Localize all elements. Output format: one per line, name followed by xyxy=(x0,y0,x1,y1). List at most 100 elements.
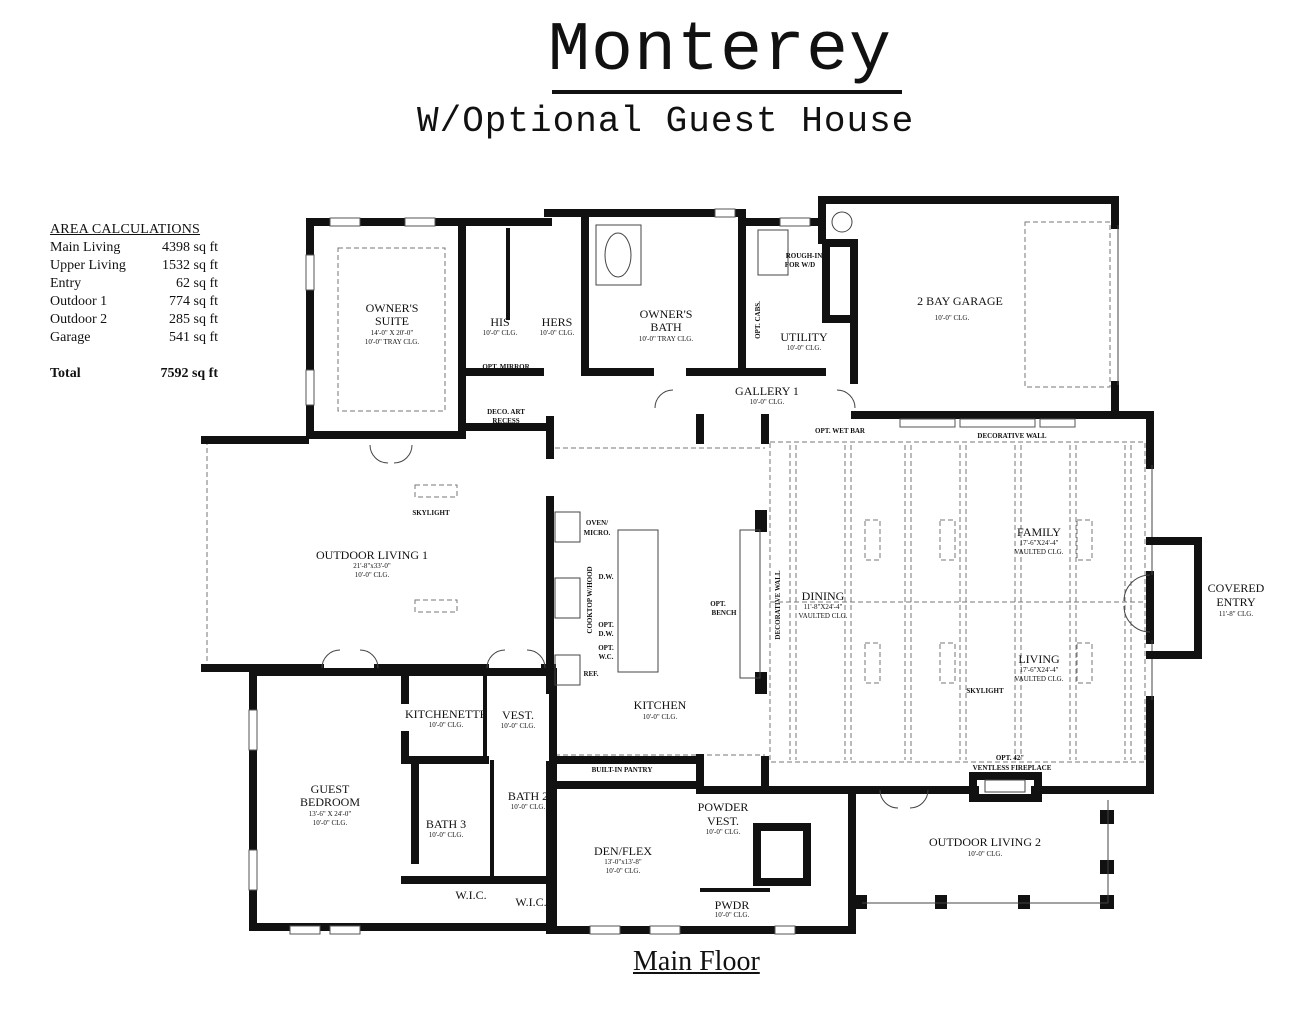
kitchen-island xyxy=(617,529,659,673)
room-vest: VEST.10'-0" CLG. xyxy=(501,708,536,730)
area-value: 4398 sq ft xyxy=(162,240,218,255)
skylight-label: SKYLIGHT xyxy=(966,687,1004,695)
decorative-wall-vertical-label: DECORATIVE WALL xyxy=(774,570,782,640)
svg-text:10'-0" CLG.: 10'-0" CLG. xyxy=(429,831,464,839)
area-value: 541 sq ft xyxy=(169,330,218,345)
svg-text:10'-0" CLG.: 10'-0" CLG. xyxy=(355,571,390,579)
svg-text:DINING: DINING xyxy=(802,589,845,603)
fireplace xyxy=(984,779,1026,793)
skylight-label: SKYLIGHT xyxy=(412,509,450,517)
svg-text:W.I.C.: W.I.C. xyxy=(515,895,546,909)
plan-subtitle: W/Optional Guest House xyxy=(417,101,915,142)
opt-dw-label: OPT. xyxy=(598,621,614,629)
decorative-wall-label: DECORATIVE WALL xyxy=(977,432,1047,440)
svg-text:10'-0" CLG.: 10'-0" CLG. xyxy=(501,722,536,730)
svg-text:13'-0"x13'-8": 13'-0"x13'-8" xyxy=(604,858,642,866)
area-value: 285 sq ft xyxy=(169,312,218,327)
svg-text:HERS: HERS xyxy=(542,315,573,329)
svg-text:10'-0" TRAY CLG.: 10'-0" TRAY CLG. xyxy=(639,335,693,343)
svg-text:VEST.: VEST. xyxy=(707,814,739,828)
svg-text:OUTDOOR LIVING 2: OUTDOOR LIVING 2 xyxy=(929,835,1041,849)
svg-text:21'-8"x33'-0": 21'-8"x33'-0" xyxy=(353,562,391,570)
svg-text:SUITE: SUITE xyxy=(375,314,409,328)
ref-label: REF. xyxy=(583,670,598,678)
svg-text:GALLERY 1: GALLERY 1 xyxy=(735,384,799,398)
svg-text:11'-8" CLG.: 11'-8" CLG. xyxy=(1219,610,1253,618)
svg-text:BATH: BATH xyxy=(650,320,682,334)
room-wic-2: W.I.C. xyxy=(515,895,546,909)
dashed-features xyxy=(206,221,1146,763)
deco-art-label: DECO. ART xyxy=(487,408,525,416)
room-garage: 2 BAY GARAGE 10'-0" CLG. xyxy=(917,294,1003,322)
opt-bench-label: OPT. xyxy=(710,600,726,608)
opt-dw-label: D.W. xyxy=(599,630,614,638)
svg-text:ENTRY: ENTRY xyxy=(1216,595,1256,609)
opt-wc-label: W.C. xyxy=(599,653,614,661)
total-value: 7592 sq ft xyxy=(160,366,218,381)
svg-text:10'-0" CLG.: 10'-0" CLG. xyxy=(511,803,546,811)
area-label: Outdoor 1 xyxy=(50,294,108,309)
floor-label: Main Floor xyxy=(633,946,760,977)
oven-micro-label: MICRO. xyxy=(584,529,611,537)
svg-text:10'-0" CLG.: 10'-0" CLG. xyxy=(715,911,750,919)
walls xyxy=(201,196,1202,934)
svg-text:10'-0" CLG.: 10'-0" CLG. xyxy=(313,819,348,827)
svg-text:10'-0" CLG.: 10'-0" CLG. xyxy=(540,329,575,337)
svg-text:POWDER: POWDER xyxy=(698,800,749,814)
svg-text:HIS: HIS xyxy=(490,315,509,329)
total-label: Total xyxy=(50,366,81,381)
svg-text:13'-6" X 24'-0": 13'-6" X 24'-0" xyxy=(309,810,352,818)
svg-text:BATH 3: BATH 3 xyxy=(426,817,466,831)
svg-text:10'-0" CLG.: 10'-0" CLG. xyxy=(935,314,970,322)
area-heading: AREA CALCULATIONS xyxy=(50,222,201,237)
svg-text:PWDR: PWDR xyxy=(715,898,750,912)
area-value: 1532 sq ft xyxy=(162,258,218,273)
area-label: Garage xyxy=(50,330,91,345)
svg-text:2 BAY GARAGE: 2 BAY GARAGE xyxy=(917,294,1003,308)
room-outdoor-living-2: OUTDOOR LIVING 210'-0" CLG. xyxy=(929,835,1041,858)
svg-text:OWNER'S: OWNER'S xyxy=(366,301,419,315)
svg-text:10'-0" CLG.: 10'-0" CLG. xyxy=(706,828,741,836)
svg-text:10'-0" CLG.: 10'-0" CLG. xyxy=(483,329,518,337)
svg-text:10'-0" CLG.: 10'-0" CLG. xyxy=(643,713,678,721)
room-bath-3: BATH 310'-0" CLG. xyxy=(426,817,466,839)
svg-text:VAULTED CLG.: VAULTED CLG. xyxy=(1014,675,1063,683)
outdoor-posts xyxy=(755,510,1114,909)
water-heater xyxy=(831,211,853,233)
svg-text:OWNER'S: OWNER'S xyxy=(640,307,693,321)
title-underline xyxy=(552,90,902,94)
room-outdoor-living-1: OUTDOOR LIVING 121'-8"x33'-0"10'-0" CLG. xyxy=(316,548,428,579)
oven-micro-label: OVEN/ xyxy=(586,519,609,527)
svg-text:17'-6"X24'-4": 17'-6"X24'-4" xyxy=(1020,539,1059,547)
svg-text:BATH 2: BATH 2 xyxy=(508,789,548,803)
svg-text:COVERED: COVERED xyxy=(1208,581,1265,595)
svg-text:LIVING: LIVING xyxy=(1018,652,1060,666)
svg-text:UTILITY: UTILITY xyxy=(780,330,828,344)
svg-text:10'-0" CLG.: 10'-0" CLG. xyxy=(429,721,464,729)
svg-text:KITCHEN: KITCHEN xyxy=(634,698,687,712)
room-bath-2: BATH 210'-0" CLG. xyxy=(508,789,548,811)
annotations: OPT. MIRROR DECO. ART RECESS ROUGH-IN FO… xyxy=(412,252,1051,774)
room-wic-1: W.I.C. xyxy=(455,888,486,902)
cooktop-label: COOKTOP W/HOOD xyxy=(586,566,594,633)
area-label: Main Living xyxy=(50,240,121,255)
oven-micro xyxy=(554,511,581,543)
windows xyxy=(248,208,1076,935)
area-label: Entry xyxy=(50,276,82,291)
opt-mirror-label: OPT. MIRROR xyxy=(482,363,530,371)
deco-art-label: RECESS xyxy=(492,417,519,425)
svg-text:14'-0" X 20'-0": 14'-0" X 20'-0" xyxy=(371,329,414,337)
svg-text:10'-0" CLG.: 10'-0" CLG. xyxy=(606,867,641,875)
opt-bench xyxy=(739,529,761,679)
opt-cabs-label: OPT. CABS. xyxy=(754,301,762,339)
